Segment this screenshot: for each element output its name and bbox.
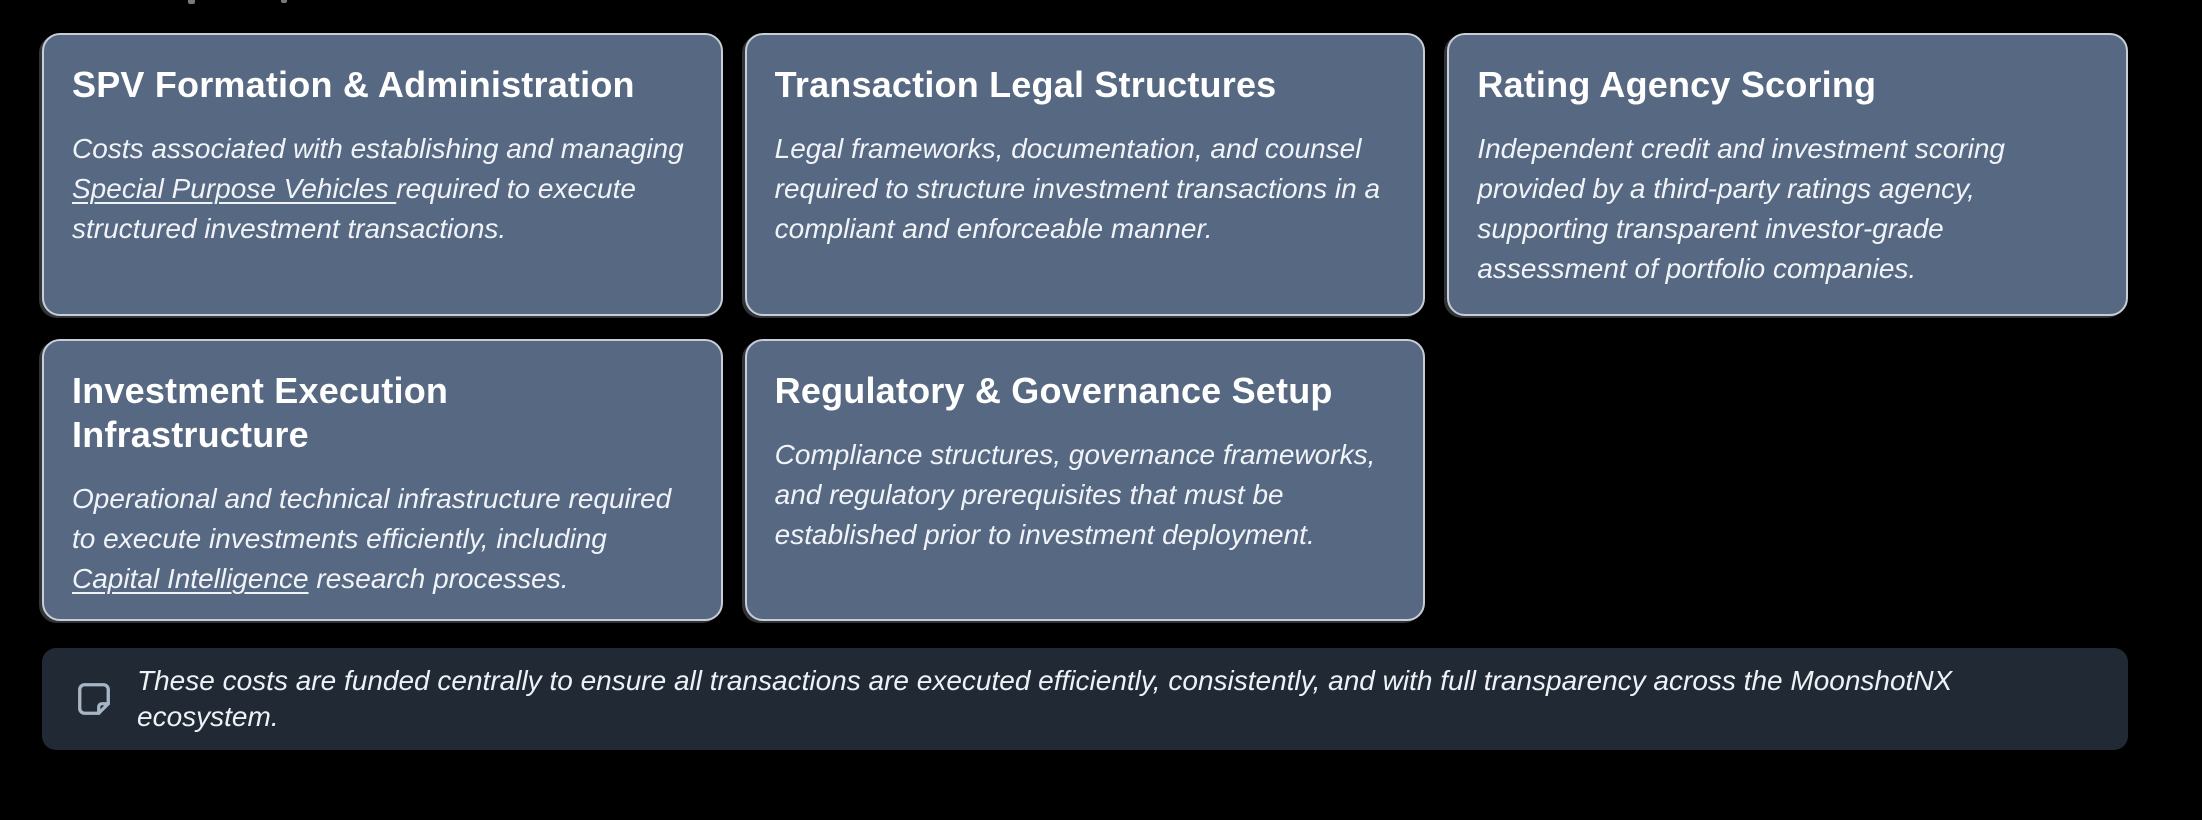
- clipped-text-remnant: [281, 0, 287, 3]
- card-spv-formation: SPV Formation & Administration Costs ass…: [42, 33, 723, 316]
- card-regulatory-governance: Regulatory & Governance Setup Compliance…: [744, 339, 1426, 621]
- card-transaction-legal: Transaction Legal Structures Legal frame…: [744, 33, 1426, 316]
- description-text: Operational and technical infrastructure…: [72, 482, 672, 554]
- card-description: Compliance structures, governance framew…: [775, 435, 1394, 555]
- card-investment-execution: Investment Execution Infrastructure Oper…: [42, 339, 723, 621]
- description-text: Costs associated with establishing and m…: [72, 132, 684, 164]
- description-text: Legal frameworks, documentation, and cou…: [774, 132, 1381, 244]
- card-title: Regulatory & Governance Setup: [774, 370, 1333, 411]
- card-title: Transaction Legal Structures: [774, 64, 1277, 105]
- clipped-text-remnant: [188, 0, 195, 4]
- card-title: SPV Formation & Administration: [72, 64, 635, 105]
- card-description: Operational and technical infrastructure…: [72, 479, 691, 599]
- card-description: Legal frameworks, documentation, and cou…: [775, 129, 1394, 249]
- glossary-link[interactable]: Special Purpose Vehicles: [72, 172, 397, 204]
- description-text: Independent credit and investment scorin…: [1477, 132, 2005, 284]
- card-description: Costs associated with establishing and m…: [72, 129, 691, 249]
- description-text: required to execute structured investmen…: [72, 172, 636, 244]
- card-description: Independent credit and investment scorin…: [1477, 129, 2096, 289]
- glossary-link[interactable]: Capital Intelligence: [72, 562, 309, 594]
- card-title: Investment Execution Infrastructure: [72, 370, 449, 455]
- card-rating-agency: Rating Agency Scoring Independent credit…: [1447, 33, 2128, 316]
- cost-category-grid: SPV Formation & Administration Costs ass…: [42, 33, 2128, 621]
- card-title: Rating Agency Scoring: [1477, 64, 1877, 105]
- funding-note-text: These costs are funded centrally to ensu…: [137, 664, 1953, 732]
- sticky-note-icon: [75, 680, 113, 718]
- funding-note-banner: These costs are funded centrally to ensu…: [42, 648, 2128, 750]
- description-text: Compliance structures, governance framew…: [774, 438, 1376, 550]
- description-text: research processes.: [308, 562, 569, 594]
